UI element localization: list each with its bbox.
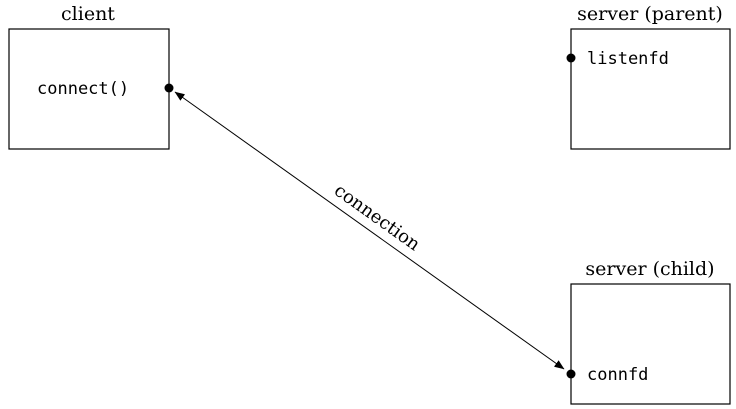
server-parent-group: server (parent) listenfd <box>566 3 731 150</box>
connfd-label: connfd <box>587 365 648 385</box>
listenfd-label: listenfd <box>587 49 669 69</box>
client-box <box>8 28 170 150</box>
connfd-socket-dot <box>566 369 576 379</box>
client-connect-call: connect() <box>37 79 129 99</box>
client-group: client connect() <box>8 3 174 150</box>
server-parent-title: server (parent) <box>577 3 723 25</box>
client-socket-dot <box>164 83 174 93</box>
connection-line <box>174 91 565 370</box>
server-parent-box <box>570 28 731 150</box>
connection-label: connection <box>330 180 424 256</box>
listenfd-socket-dot <box>566 53 576 63</box>
server-child-box <box>570 283 731 405</box>
server-child-title: server (child) <box>585 258 714 280</box>
client-title: client <box>61 3 115 25</box>
server-child-group: server (child) connfd <box>566 258 731 405</box>
